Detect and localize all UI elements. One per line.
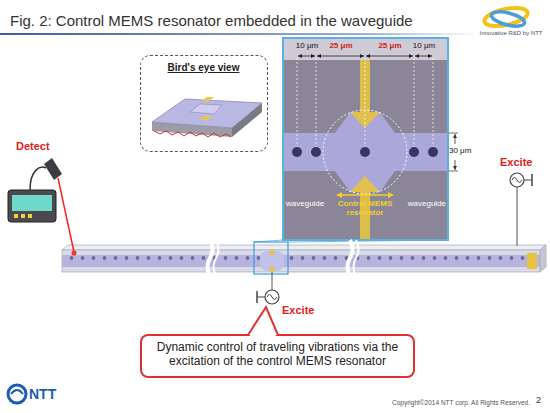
slab-end [232, 103, 262, 137]
slide-title: Fig. 2: Control MEMS resonator embedded … [10, 12, 480, 29]
detector-screen [12, 195, 52, 211]
copyright-note: Copyright©2014 NTT corp. All Rights Rese… [380, 399, 530, 406]
bar-electrode [270, 250, 274, 255]
signal-label: Excite [500, 156, 548, 169]
signal-label: Excite [282, 304, 332, 317]
waveguide-band [283, 133, 336, 171]
electrode [350, 176, 380, 192]
callout-tail [248, 307, 278, 335]
bar-electrode [270, 267, 274, 272]
ntt-logo-mark [8, 385, 26, 403]
bar-front [62, 250, 540, 272]
signal-label: Detect [16, 140, 76, 153]
waveguide-bar [62, 240, 546, 276]
phononic-band [62, 255, 540, 267]
resonator-arrow [338, 194, 392, 196]
logo-swirl [483, 5, 529, 30]
bar-end [540, 245, 546, 272]
bar-resonator [260, 251, 284, 271]
detector-cable [30, 167, 46, 190]
view-box: Bird's eye view [140, 55, 268, 152]
laser-beam [58, 178, 74, 252]
company-logo [483, 5, 529, 30]
birds-eye-illustration [152, 97, 262, 137]
end-electrode [527, 253, 537, 269]
arrow-head [336, 192, 342, 198]
ac-source [257, 272, 279, 304]
probe-head [44, 158, 62, 180]
laser-detector [8, 158, 77, 256]
hole-row [62, 255, 540, 267]
laser-spot [72, 251, 77, 256]
dimension-label: 30 μm [449, 146, 479, 155]
detector-body [8, 190, 56, 222]
title-rule [0, 33, 480, 35]
waveguide-band [395, 133, 448, 171]
logo-text: Innovative R&D by NTT [476, 30, 546, 37]
zoom-box [254, 242, 288, 274]
page-number: 2 [536, 395, 548, 405]
micrograph-bg [283, 38, 448, 240]
micrograph-inset [283, 38, 448, 240]
cut-edge [154, 131, 231, 137]
logo-text: NTT [29, 386, 69, 402]
holes [292, 147, 438, 157]
region-label: waveguide [402, 199, 446, 208]
detector-buttons [14, 214, 32, 218]
region-label: Control MEMS resonator [330, 199, 400, 217]
dimension-label: 10 μm [292, 41, 322, 50]
arrow-heads [298, 54, 432, 58]
dimension-label: 10 μm [409, 41, 439, 50]
ac-source [510, 173, 532, 246]
callout-text: Dynamic control of traveling vibrations … [145, 341, 410, 369]
break-mark [208, 240, 213, 276]
bar-top [62, 245, 546, 250]
resonator-top [190, 104, 222, 114]
dimension-label: 25 μm [374, 41, 406, 50]
dimension-guides [297, 58, 433, 147]
break-mark [214, 240, 219, 276]
logo-swirl [490, 9, 526, 29]
view-heading: Bird's eye view [141, 62, 266, 74]
region-label: waveguide [286, 199, 332, 208]
dimension-strip [283, 38, 448, 60]
dimension-label: 25 μm [325, 41, 357, 50]
electrode-pad [199, 116, 212, 120]
arrow-head [388, 192, 394, 198]
callout-box: Dynamic control of traveling vibrations … [140, 334, 415, 378]
inset-frame [283, 38, 448, 240]
break-mark [354, 240, 359, 276]
break-mark [348, 240, 353, 276]
electrode-pad [201, 97, 214, 101]
